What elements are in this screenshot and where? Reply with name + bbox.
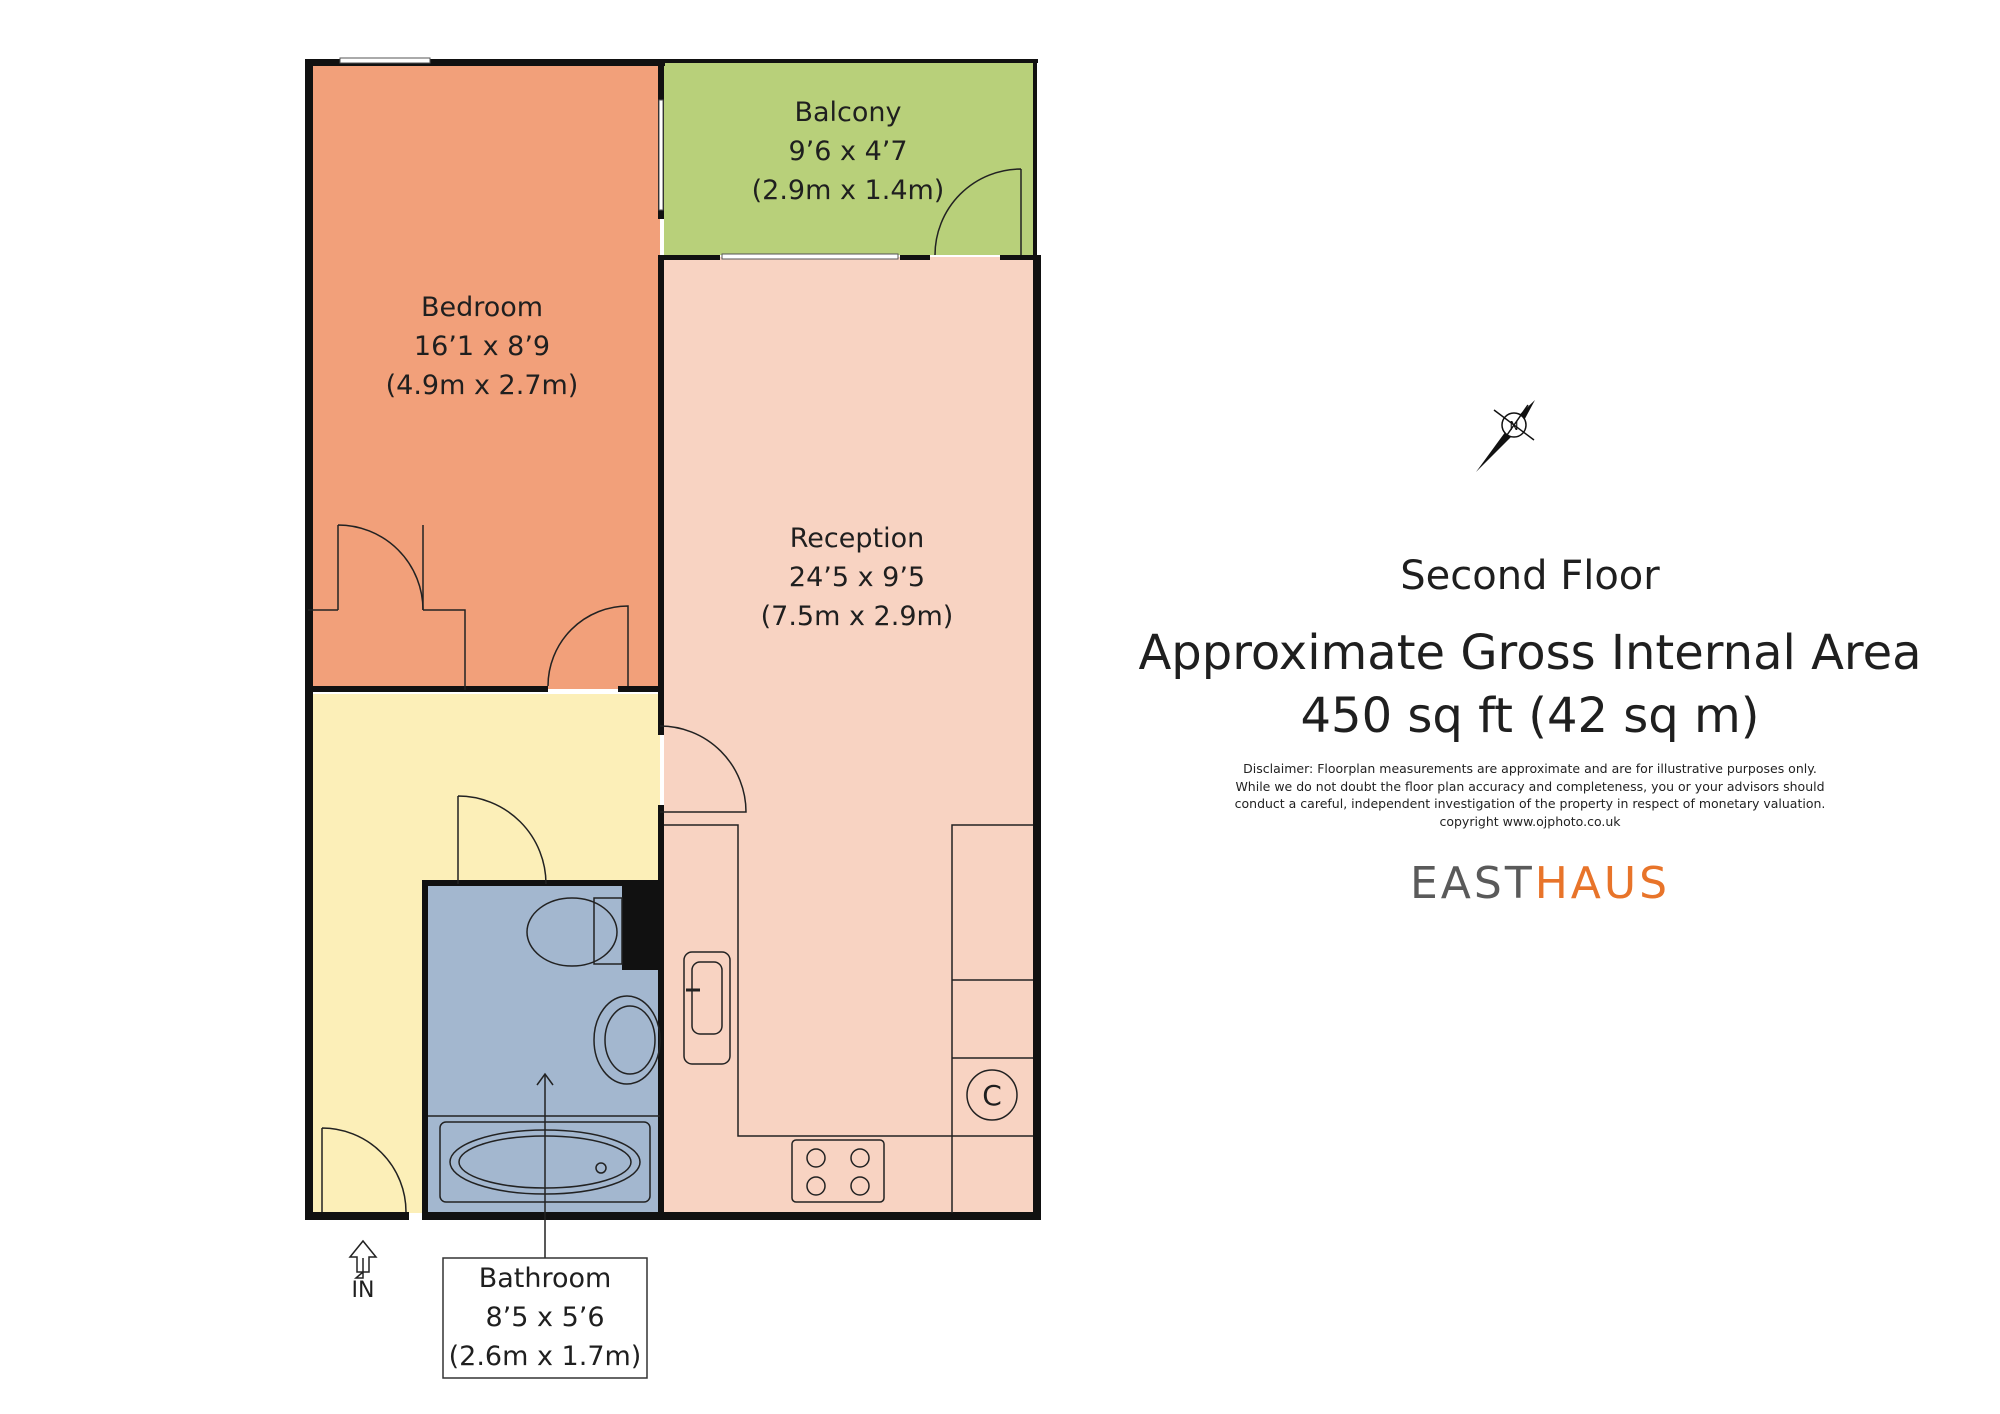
compass-icon: N <box>1476 400 1535 472</box>
bedroom-dims-imperial: 16’1 x 8’9 <box>414 331 550 362</box>
balcony-fill <box>664 63 1033 255</box>
bathroom-name: Bathroom <box>479 1263 612 1294</box>
reception-dims-metric: (7.5m x 2.9m) <box>761 601 954 632</box>
hallway-fill <box>310 694 660 1213</box>
bathroom-pointer-head <box>536 1072 554 1086</box>
reception-dims-imperial: 24’5 x 9’5 <box>789 562 925 593</box>
balcony-dims-imperial: 9’6 x 4’7 <box>788 136 907 167</box>
brand-logo-part1: EAST <box>1410 858 1535 909</box>
balcony-dims-metric: (2.9m x 1.4m) <box>752 175 945 206</box>
bathroom-label-box <box>442 1257 648 1379</box>
compass-north-label: N <box>1510 419 1519 433</box>
bedroom-window <box>339 57 431 64</box>
disclaimer: Disclaimer: Floorplan measurements are a… <box>1100 760 1960 830</box>
brand-logo: EASTHAUS <box>1410 858 1670 909</box>
doors <box>321 168 1022 1213</box>
balcony-window <box>721 253 899 260</box>
brand-logo-part2: HAUS <box>1534 858 1671 909</box>
disclaimer-line: Disclaimer: Floorplan measurements are a… <box>1243 761 1817 776</box>
balcony-name: Balcony <box>794 97 901 128</box>
kitchen-counters <box>664 824 1033 1213</box>
disclaimer-line: conduct a careful, independent investiga… <box>1234 796 1826 811</box>
bedroom-dims-metric: (4.9m x 2.7m) <box>386 370 579 401</box>
area-value: 450 sq ft (42 sq m) <box>1300 688 1760 744</box>
reception-name: Reception <box>790 523 924 554</box>
floor-name: Second Floor <box>1400 553 1660 599</box>
bedroom-name: Bedroom <box>421 292 543 323</box>
area-title: Approximate Gross Internal Area <box>1138 625 1922 681</box>
balcony-side-window <box>658 99 664 211</box>
disclaimer-line: While we do not doubt the floor plan acc… <box>1235 778 1825 794</box>
reception-fill <box>664 257 1033 1213</box>
bedroom-fill <box>308 63 660 689</box>
bathroom-dims-metric: (2.6m x 1.7m) <box>449 1341 642 1372</box>
disclaimer-line: copyright www.ojphoto.co.uk <box>1439 813 1621 829</box>
entrance-label: IN <box>352 1278 375 1303</box>
cupboard-label: C <box>982 1079 1002 1112</box>
bedroom-wardrobe <box>308 609 466 690</box>
bathroom-dims-imperial: 8’5 x 5’6 <box>485 1302 604 1333</box>
walls <box>305 59 1041 1220</box>
entrance-arrow-icon <box>348 1239 378 1279</box>
